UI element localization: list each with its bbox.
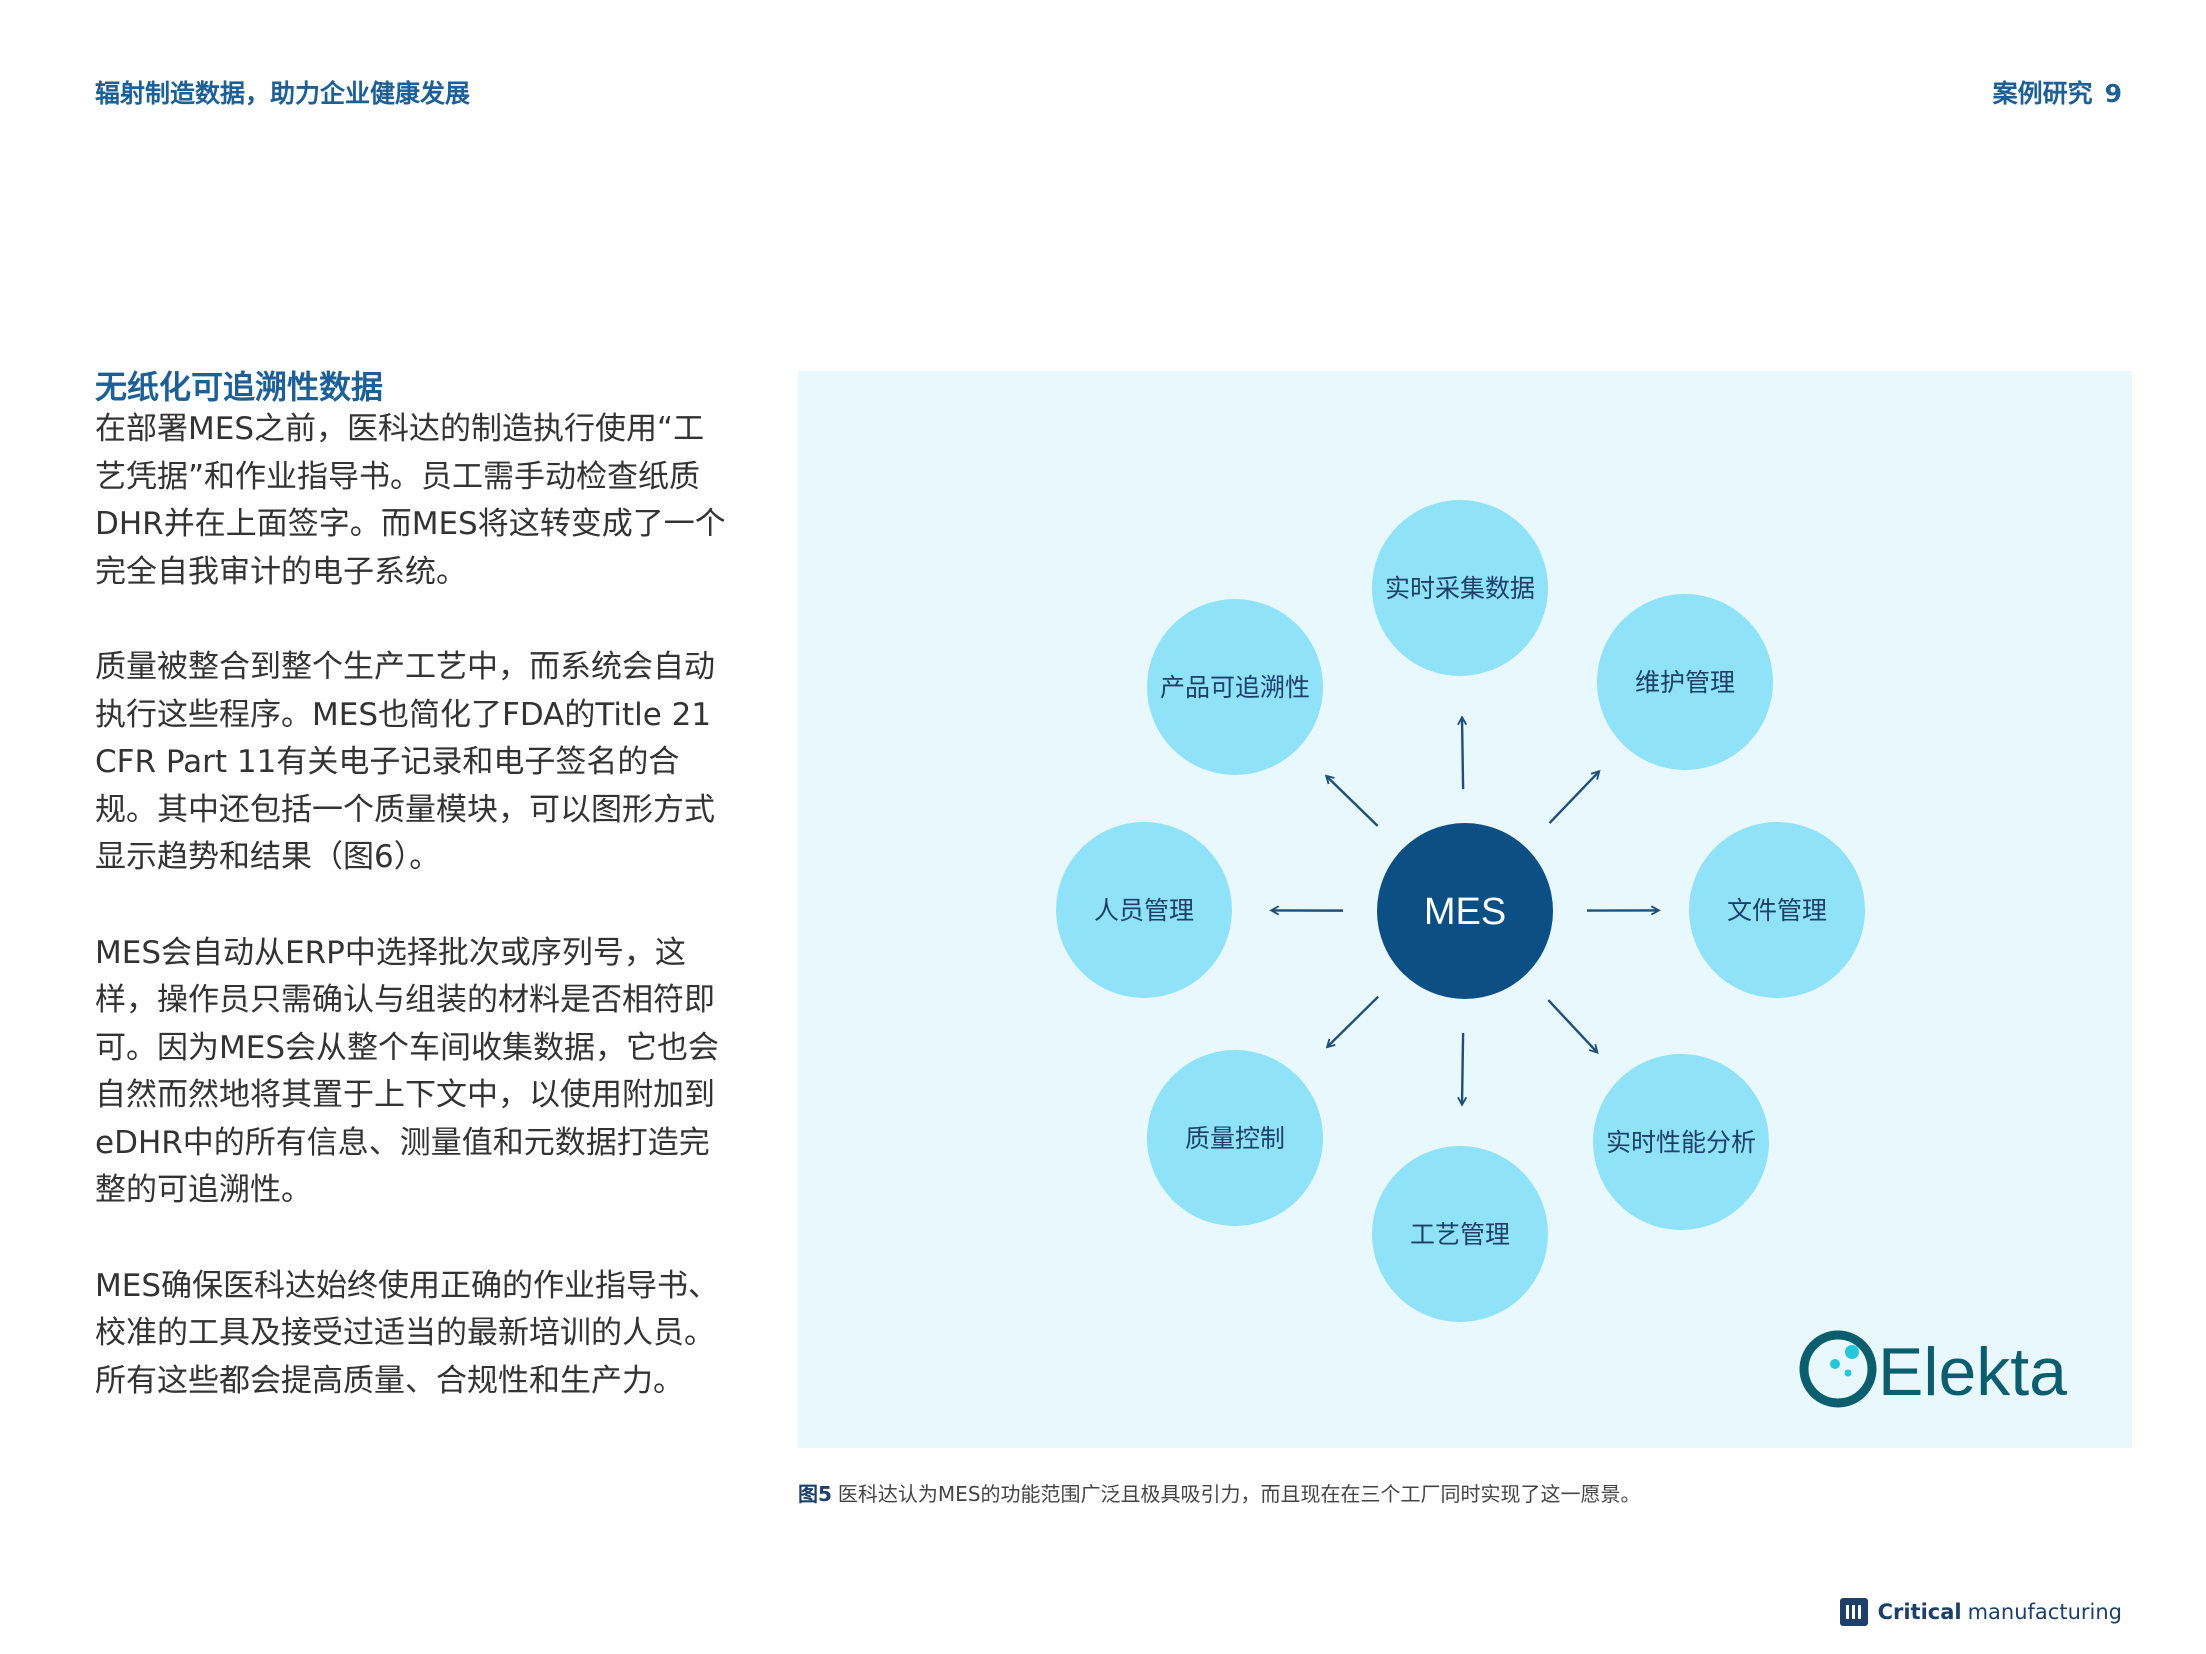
- brand-bold: Critical: [1877, 1600, 1962, 1624]
- diagram-node: 实时性能分析: [1593, 1054, 1769, 1230]
- caption-label: 图5: [798, 1482, 832, 1506]
- diagram-node: 文件管理: [1689, 822, 1865, 998]
- paragraph: MES会自动从ERP中选择批次或序列号，这样，操作员只需确认与组装的材料是否相符…: [95, 934, 720, 1209]
- logo-text: Elekta: [1878, 1334, 2067, 1410]
- diagram-node: 实时采集数据: [1372, 500, 1548, 676]
- critical-manufacturing-logo: Critical manufacturing: [1839, 1598, 2122, 1626]
- node-label: 实时采集数据: [1385, 574, 1535, 603]
- elekta-logo: Elekta: [1799, 1330, 2067, 1410]
- mes-diagram-panel: 实时采集数据维护管理文件管理实时性能分析工艺管理 质量控制 人员管理 产品可追溯性 M…: [798, 371, 2132, 1448]
- diagram-node: 产品可追溯性: [1147, 599, 1323, 775]
- arrow-icon: [1547, 999, 1596, 1052]
- node-circle: [1372, 500, 1548, 676]
- arrow-icon: [1462, 1032, 1463, 1104]
- node-label: 人员管理: [1094, 896, 1194, 925]
- node-label: 产品可追溯性: [1160, 673, 1310, 702]
- paragraph: 质量被整合到整个生产工艺中，而系统会自动执行这些程序。MES也简化了FDA的Ti…: [95, 649, 715, 875]
- node-label: 质量控制: [1185, 1124, 1285, 1153]
- node-label: 维护管理: [1635, 668, 1735, 697]
- diagram-node: 人员管理: [1056, 822, 1232, 998]
- node-circle: [1689, 822, 1865, 998]
- node-circle: [1147, 599, 1323, 775]
- diagram-node: 维护管理: [1597, 594, 1773, 770]
- arrow-icon: [1328, 995, 1380, 1047]
- caption-text: 医科达认为MES的功能范围广泛且极具吸引力，而且现在在三个工厂同时实现了这一愿景…: [837, 1482, 1641, 1506]
- node-circle: [1593, 1054, 1769, 1230]
- body-text: 在部署MES之前，医科达的制造执行使用“工艺凭据”和作业指导书。员工需手动检查纸…: [95, 406, 735, 1453]
- diagram-node: 质量控制: [1147, 1050, 1323, 1226]
- node-circle: [1597, 594, 1773, 770]
- section-name: 案例研究: [1992, 79, 2093, 108]
- arrow-icon: [1462, 718, 1463, 790]
- node-label: 实时性能分析: [1606, 1128, 1756, 1157]
- diagram-node: 工艺管理: [1372, 1146, 1548, 1322]
- brand-light: manufacturing: [1967, 1600, 2122, 1624]
- header-title: 辐射制造数据，助力企业健康发展: [95, 79, 471, 108]
- arrow-icon: [1327, 776, 1379, 827]
- section-title: 无纸化可追溯性数据: [95, 368, 384, 406]
- node-circle: [1372, 1146, 1548, 1322]
- cm-logo-icon: [1839, 1598, 1868, 1626]
- page-number: 9: [2104, 79, 2122, 108]
- header-section: 案例研究 9: [1981, 74, 2122, 110]
- node-circle: [1147, 1050, 1323, 1226]
- paragraph: MES确保医科达始终使用正确的作业指导书、校准的工具及接受过适当的最新培训的人员…: [95, 1267, 720, 1399]
- node-label: 文件管理: [1727, 896, 1827, 925]
- arrow-icon: [1548, 772, 1599, 824]
- center-label: MES: [1424, 891, 1506, 933]
- center-circle: [1377, 823, 1553, 999]
- paragraph: 在部署MES之前，医科达的制造执行使用“工艺凭据”和作业指导书。员工需手动检查纸…: [95, 411, 726, 590]
- node-circle: [1056, 822, 1232, 998]
- node-label: 工艺管理: [1410, 1220, 1510, 1249]
